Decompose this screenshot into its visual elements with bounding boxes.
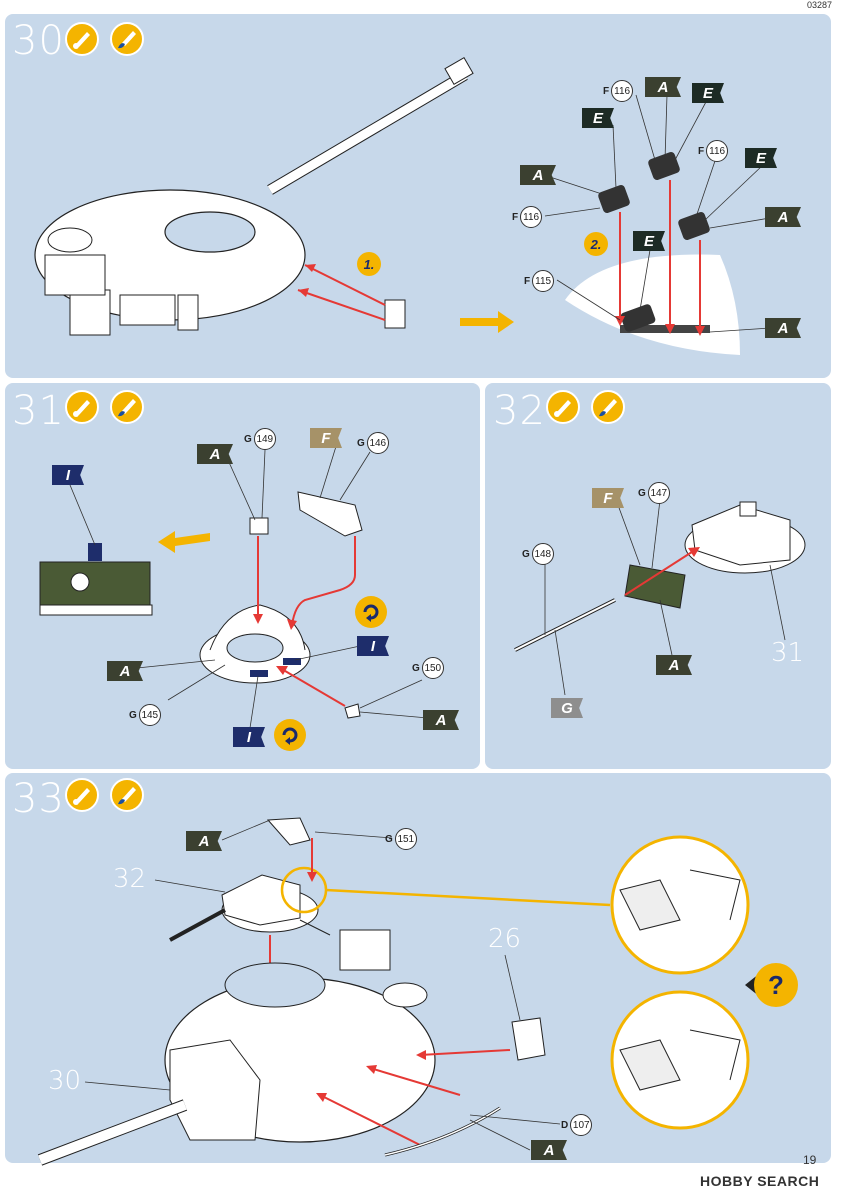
substep-1-badge: 1. xyxy=(357,252,381,276)
paint-flag-i: I xyxy=(357,636,389,656)
paint-flag-e: E xyxy=(692,83,724,103)
paint-flag-a: A xyxy=(531,1140,567,1160)
paint-flag-i: I xyxy=(52,465,84,485)
paint-flag-f: F xyxy=(592,488,624,508)
document-code: 03287 xyxy=(806,0,832,10)
paint-brush-icon xyxy=(110,778,144,812)
reference-step-label: 30 xyxy=(48,1066,82,1096)
paint-flag-a: A xyxy=(645,77,681,97)
paint-flag-e: E xyxy=(633,231,665,251)
reference-step-label: 26 xyxy=(488,924,522,954)
paint-flag-a: A xyxy=(765,318,801,338)
step-number: 31 xyxy=(12,388,65,434)
glue-icon xyxy=(65,22,99,56)
paint-flag-a: A xyxy=(765,207,801,227)
brand-watermark: HOBBY SEARCH xyxy=(700,1173,820,1189)
glue-icon xyxy=(546,390,580,424)
reference-step-label: 31 xyxy=(771,638,805,668)
paint-flag-a: A xyxy=(520,165,556,185)
reference-step-label: 32 xyxy=(113,864,147,894)
paint-flag-a: A xyxy=(197,444,233,464)
step-number: 32 xyxy=(493,388,546,434)
question-badge: ? xyxy=(754,963,798,1007)
paint-flag-a: A xyxy=(186,831,222,851)
paint-brush-icon xyxy=(591,390,625,424)
paint-flag-e: E xyxy=(582,108,614,128)
paint-flag-i: I xyxy=(233,727,265,747)
step-number: 33 xyxy=(12,776,65,822)
glue-icon xyxy=(65,390,99,424)
paint-flag-g: G xyxy=(551,698,583,718)
paint-flag-a: A xyxy=(423,710,459,730)
step-number: 30 xyxy=(12,18,65,64)
paint-flag-e: E xyxy=(745,148,777,168)
substep-2-badge: 2. xyxy=(584,232,608,256)
paint-flag-f: F xyxy=(310,428,342,448)
paint-flag-a: A xyxy=(656,655,692,675)
paint-brush-icon xyxy=(110,390,144,424)
rotate-view-icon xyxy=(355,596,387,628)
paint-brush-icon xyxy=(110,22,144,56)
glue-icon xyxy=(65,778,99,812)
page-number: 19 xyxy=(803,1153,817,1167)
rotate-view-icon xyxy=(274,719,306,751)
paint-flag-a: A xyxy=(107,661,143,681)
